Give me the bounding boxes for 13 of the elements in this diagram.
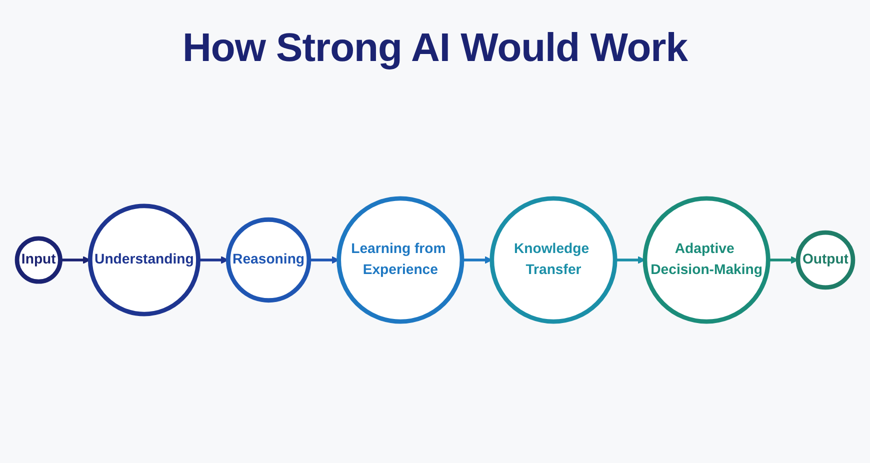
node-circle: Input xyxy=(14,236,62,284)
arrow xyxy=(768,256,798,264)
arrow xyxy=(198,256,228,264)
node-circle: Output xyxy=(796,230,856,290)
node-circle: Learning from Experience xyxy=(336,196,464,324)
node-circle: Knowledge Transfer xyxy=(490,196,618,324)
arrow xyxy=(615,256,646,264)
node-circle: Understanding xyxy=(88,204,200,316)
arrow xyxy=(462,256,492,264)
node-circle: Reasoning xyxy=(226,217,312,303)
arrow xyxy=(60,256,90,264)
node-circle: Adaptive Decision-Making xyxy=(642,196,770,324)
title: How Strong AI Would Work xyxy=(182,26,688,71)
